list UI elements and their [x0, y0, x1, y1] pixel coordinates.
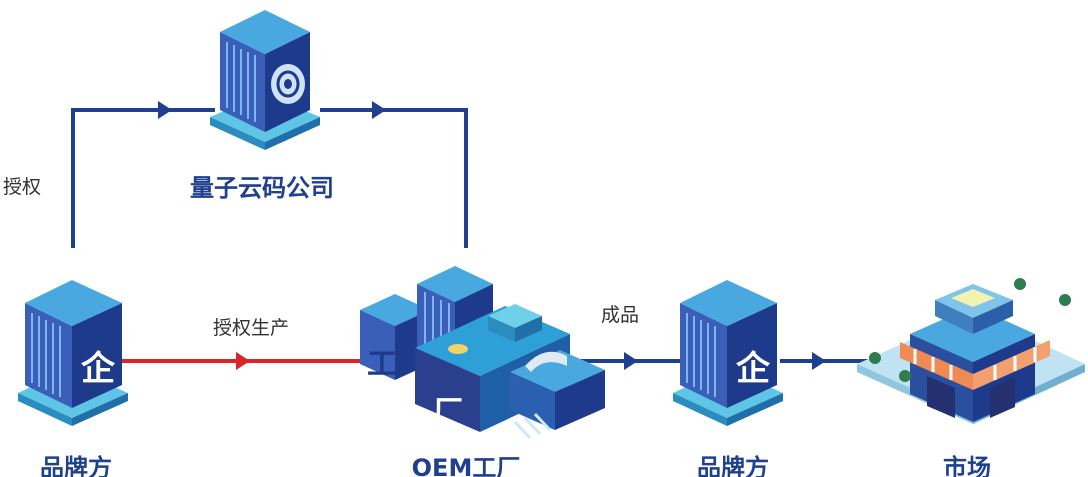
server-tower-icon: [210, 10, 320, 150]
enterprise-building-icon: 企: [673, 280, 783, 426]
market-label: 市场: [943, 454, 991, 477]
finished-goods-arrow-head: [624, 352, 638, 370]
enterprise-building-icon: 企: [18, 280, 128, 426]
factory-glyph-gong: 工: [367, 347, 397, 382]
quantum-to-oem-arrow-head: [372, 101, 386, 119]
factory-icon: 工 厂: [360, 266, 605, 440]
authorize-label: 授权: [2, 176, 42, 198]
authorize-production-arrow-head: [236, 352, 250, 370]
factory-glyph-chang: 厂: [433, 395, 463, 430]
enterprise-glyph: 企: [736, 349, 771, 389]
oem-factory-label: OEM工厂: [411, 454, 521, 477]
brand-to-market-arrow-head: [812, 352, 826, 370]
enterprise-glyph: 企: [81, 349, 116, 389]
quantum-to-oem-connector: [320, 108, 468, 248]
quantum-company-label: 量子云码公司: [190, 174, 334, 202]
authorize-arrow-head: [158, 101, 172, 119]
brand-right-label: 品牌方: [697, 454, 769, 477]
finished-goods-label: 成品: [600, 304, 640, 326]
authorize-production-label: 授权生产: [212, 317, 290, 339]
market-store-icon: [857, 278, 1085, 424]
brand-left-label: 品牌方: [40, 454, 112, 477]
